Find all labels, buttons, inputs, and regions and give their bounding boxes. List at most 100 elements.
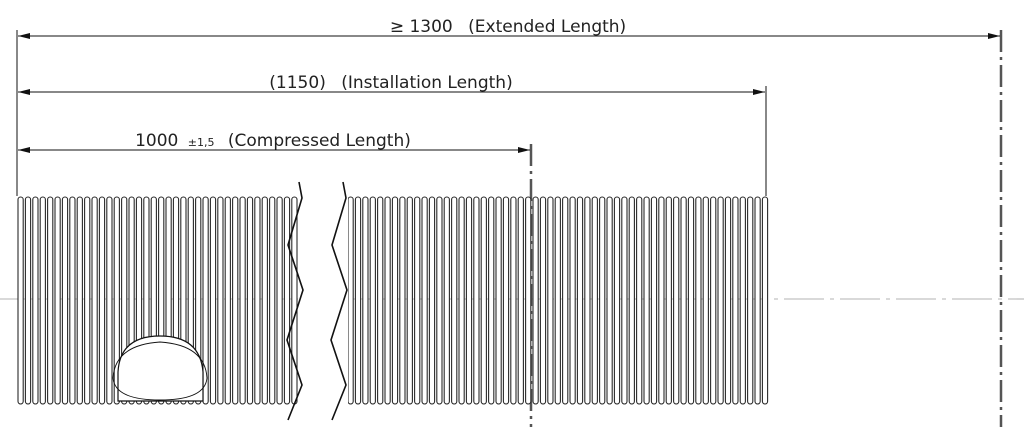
hose-rib (473, 196, 480, 405)
hose-rib (362, 196, 369, 405)
hose-rib (254, 196, 261, 405)
hose-rib (732, 196, 739, 405)
compressed-length-value: 1000 (135, 131, 178, 151)
hose-rib (680, 196, 687, 405)
hose-rib (576, 196, 584, 405)
hose-rib (761, 196, 769, 405)
hose-rib (217, 196, 224, 405)
hose-rib (32, 196, 39, 405)
hose-rib (525, 196, 532, 405)
hose-rib (584, 196, 591, 405)
hose-rib (451, 196, 458, 405)
hose-rib (76, 196, 83, 405)
hose-rib (384, 196, 391, 405)
hose-rib (91, 196, 98, 405)
hose-rib (406, 196, 413, 405)
hose-rib (239, 196, 246, 405)
hose-rib (569, 196, 576, 405)
hose-rib (517, 196, 524, 405)
hose-rib (391, 196, 399, 405)
extended-length-value: ≥ 1300 (390, 17, 453, 37)
dimension-compressed: 1000 ±1,5 (Compressed Length) (18, 131, 530, 153)
hose-rib (17, 196, 24, 405)
hose-rib (695, 196, 702, 405)
compressed-length-tolerance: ±1,5 (188, 136, 215, 149)
hose-rib (532, 196, 539, 405)
hose-rib (628, 196, 635, 405)
hose-rib (710, 196, 717, 405)
hose-rib (606, 196, 613, 405)
installation-length-value: (1150) (269, 73, 326, 93)
hose-rib (717, 196, 724, 405)
hose-rib (443, 196, 450, 405)
hose-rib (539, 196, 547, 405)
hose-rib (547, 196, 554, 405)
corrugated-hose-body (17, 196, 769, 405)
hose-rib (276, 196, 283, 405)
hose-rib (54, 196, 61, 405)
hose-rib (591, 196, 598, 405)
hose-rib (502, 196, 510, 405)
hose-rib (84, 196, 91, 405)
hose-rib (47, 196, 54, 405)
hose-rib (613, 196, 621, 405)
dimension-installation: (1150) (Installation Length) (18, 73, 765, 95)
hose-rib (621, 196, 628, 405)
hose-rib (106, 196, 113, 405)
hose-rib (488, 196, 495, 405)
hose-rib (24, 196, 32, 405)
hose-rib (354, 196, 362, 405)
hose-rib (495, 196, 502, 405)
svg-text:(1150) (Installation Len: (1150) (Installation Length) (269, 73, 512, 93)
hose-rib (39, 196, 46, 405)
hose-rib (665, 196, 672, 405)
hose-rib (69, 196, 76, 405)
hose-rib (414, 196, 421, 405)
break-symbol-icon (286, 181, 348, 425)
hose-rib (436, 196, 443, 405)
hose-rib (724, 196, 732, 405)
svg-text:1000 ±1,5 (Compres: 1000 ±1,5 (Compressed Length) (135, 131, 411, 151)
hose-rib (554, 196, 561, 405)
hose-rib (61, 196, 69, 405)
hose-rib (399, 196, 406, 405)
hose-rib (643, 196, 650, 405)
svg-text:≥ 1300 (Extended Length): ≥ 1300 (Extended Length) (390, 17, 626, 37)
hose-rib (747, 196, 754, 405)
hose-rib (421, 196, 428, 405)
hose-rib (480, 196, 487, 405)
hose-rib (650, 196, 658, 405)
interlock-liner-cutout (117, 335, 204, 402)
compressed-length-label: (Compressed Length) (228, 131, 411, 151)
interlock-liner-inner (112, 341, 208, 401)
hose-rib (510, 196, 517, 405)
dimension-extended: ≥ 1300 (Extended Length) (18, 17, 1000, 39)
hose-rib (687, 196, 695, 405)
hose-rib (113, 196, 120, 405)
hose-rib (377, 196, 384, 405)
hose-rib (428, 196, 436, 405)
hose-rib (739, 196, 746, 405)
hose-rib (599, 196, 606, 405)
hose-rib (209, 196, 217, 405)
hose-rib (232, 196, 239, 405)
installation-length-label: (Installation Length) (341, 73, 512, 93)
extended-length-label: (Extended Length) (468, 17, 626, 37)
hose-rib (702, 196, 709, 405)
hose-rib (562, 196, 569, 405)
hose-rib (261, 196, 268, 405)
hose-rib (269, 196, 276, 405)
hose-rib (465, 196, 473, 405)
hose-rib (98, 196, 106, 405)
hose-rib (369, 196, 376, 405)
hose-rib (458, 196, 465, 405)
hose-rib (754, 196, 761, 405)
hose-rib (636, 196, 643, 405)
hose-rib (658, 196, 665, 405)
hose-rib (246, 196, 254, 405)
hose-rib (673, 196, 680, 405)
hose-rib (224, 196, 231, 405)
hose-rib (283, 196, 291, 405)
hose-rib (347, 196, 354, 405)
